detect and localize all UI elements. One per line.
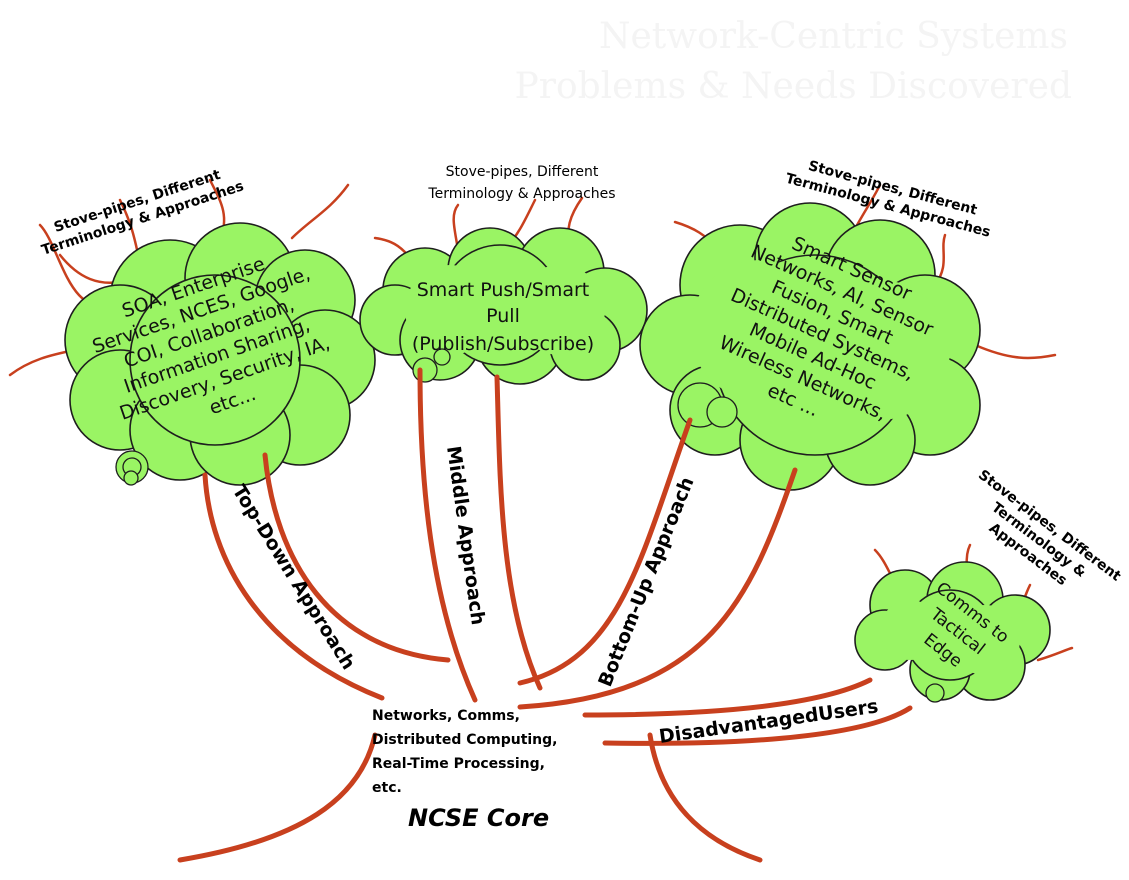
core-line-2: Distributed Computing, [372,732,558,748]
note-middle-line-2: Terminology & Approaches [427,186,615,202]
branches [177,367,913,863]
middle-approach-label: Middle Approach [442,445,489,627]
note-middle-line-1: Stove-pipes, Different [446,164,599,180]
cloud-middle [359,227,648,385]
cloud-middle-line-2: Pull [486,305,520,327]
core-line-3: Real-Time Processing, [372,756,545,772]
cloud-right [639,202,981,491]
ncse-core-label: NCSE Core [408,804,549,832]
cloud-middle-text: Smart Push/Smart Pull (Publish/Subscribe… [412,279,594,355]
title-line-1: Network-Centric Systems [599,16,1068,57]
cloud-left [64,222,376,486]
title-line-2: Problems & Needs Discovered [515,66,1072,107]
core-line-1: Networks, Comms, [372,708,520,724]
core-line-4: etc. [372,780,402,796]
core-text: Networks, Comms, Distributed Computing, … [372,708,558,796]
note-middle: Stove-pipes, Different Terminology & App… [427,164,615,202]
cloud-small [854,561,1051,703]
cloud-middle-line-1: Smart Push/Smart [417,279,590,301]
cloud-middle-line-3: (Publish/Subscribe) [412,333,594,355]
